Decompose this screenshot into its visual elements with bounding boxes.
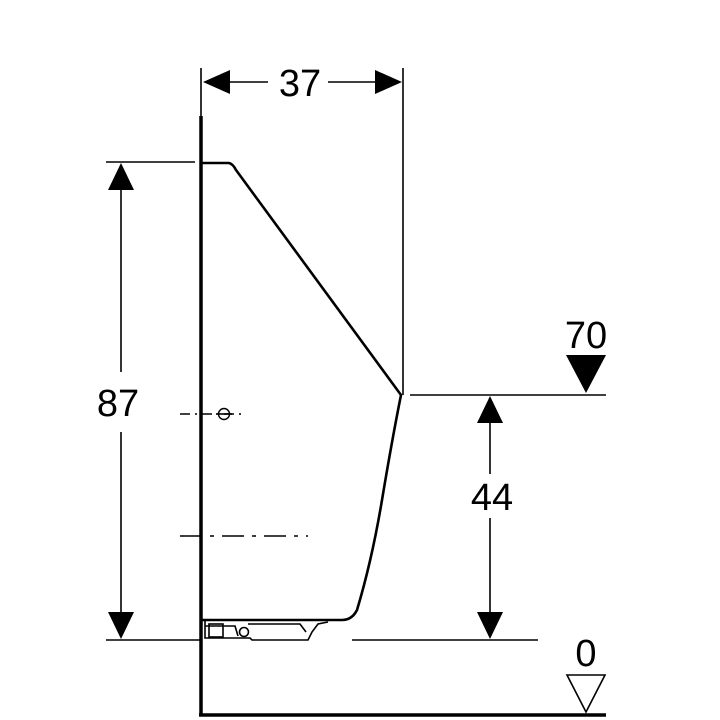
dim-width-arrow-right [375,70,402,94]
level-marker-floor: 0 [565,633,607,714]
level-marker-rim: 70 [565,315,607,393]
level-floor-label: 0 [575,633,596,675]
dim-height-inlet: 44 [352,394,606,641]
bracket-screw [238,626,250,638]
dim-height-arrow-bottom [108,612,134,639]
level-floor-triangle-icon [565,674,607,714]
dim-inlet-arrow-top [477,396,503,423]
urinal-body [201,161,403,622]
dim-width-arrow-left [203,70,230,94]
urinal-outline [201,161,403,641]
dim-inlet-arrow-bottom [477,612,503,639]
level-rim-triangle-icon [566,355,606,393]
centre-lines [180,407,308,537]
wall-and-floor [199,116,606,717]
level-rim-label: 70 [565,315,607,357]
dim-height-arrow-top [108,163,134,190]
urinal-bottom-bracket-inner [205,623,307,637]
dim-width: 37 [200,63,404,395]
bracket-block [208,623,224,638]
urinal-bottom-bracket [204,620,329,641]
dim-inlet-label: 44 [471,477,513,519]
dim-height-total: 87 [97,161,201,641]
dim-height-label: 87 [97,383,139,425]
dim-width-label: 37 [279,63,321,105]
